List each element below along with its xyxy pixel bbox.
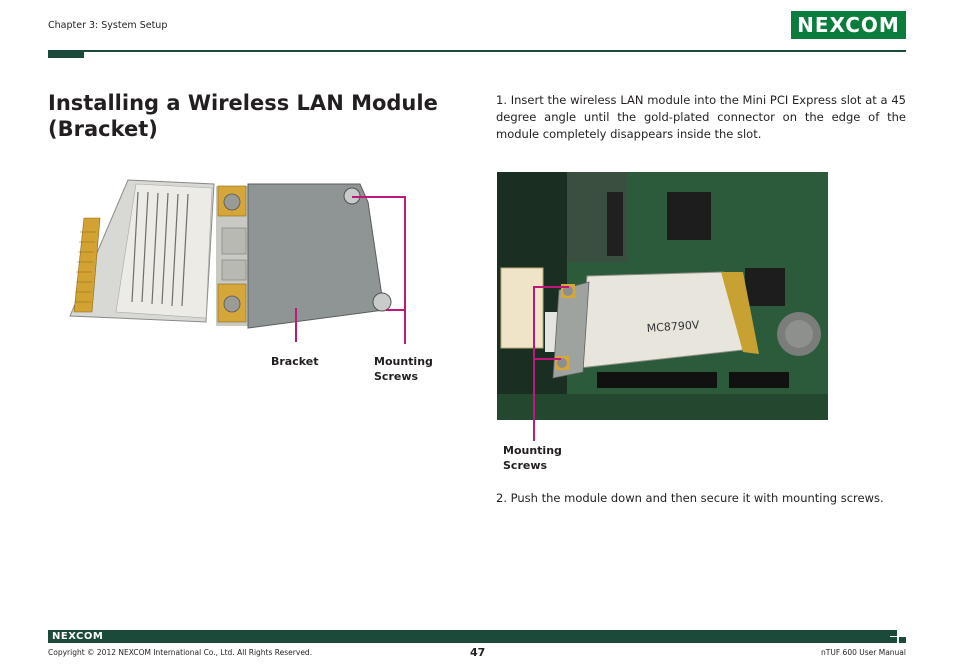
board-screws-callout-top: [533, 286, 569, 288]
footer-squares-icon: [890, 630, 906, 643]
step-1-text: 1. Insert the wireless LAN module into t…: [496, 93, 906, 141]
footer-bar: [48, 630, 906, 643]
bracket-callout-line: [295, 330, 297, 342]
copyright-text: Copyright © 2012 NEXCOM International Co…: [48, 648, 313, 657]
board-screws-callout-vertical: [533, 286, 535, 441]
chapter-heading: Chapter 3: System Setup: [48, 20, 168, 31]
mounting-screws-label-left: Mounting Screws: [374, 355, 433, 383]
header-rule: [48, 50, 906, 52]
bracket-label: Bracket: [271, 355, 319, 368]
motherboard-illustration: MC8790V: [497, 172, 828, 420]
wireless-module-photo: [69, 179, 406, 332]
footer-logo: NEXCOM: [52, 631, 104, 642]
manual-name: nTUF 600 User Manual: [821, 648, 906, 657]
page-title: Installing a Wireless LAN Module (Bracke…: [48, 91, 438, 141]
motherboard-photo: MC8790V: [497, 172, 828, 420]
screws-callout-line: [404, 332, 406, 344]
header-tab: [48, 50, 84, 58]
logo-text: NEXCOM: [797, 13, 900, 37]
nexcom-logo: NEXCOM: [791, 11, 906, 39]
module-model-text: MC8790V: [646, 318, 700, 335]
mounting-screws-label-right: Mounting Screws: [503, 444, 562, 472]
step-2-text: 2. Push the module down and then secure …: [496, 491, 884, 505]
page-number: 47: [470, 646, 486, 659]
board-screws-callout-bottom: [533, 358, 561, 360]
